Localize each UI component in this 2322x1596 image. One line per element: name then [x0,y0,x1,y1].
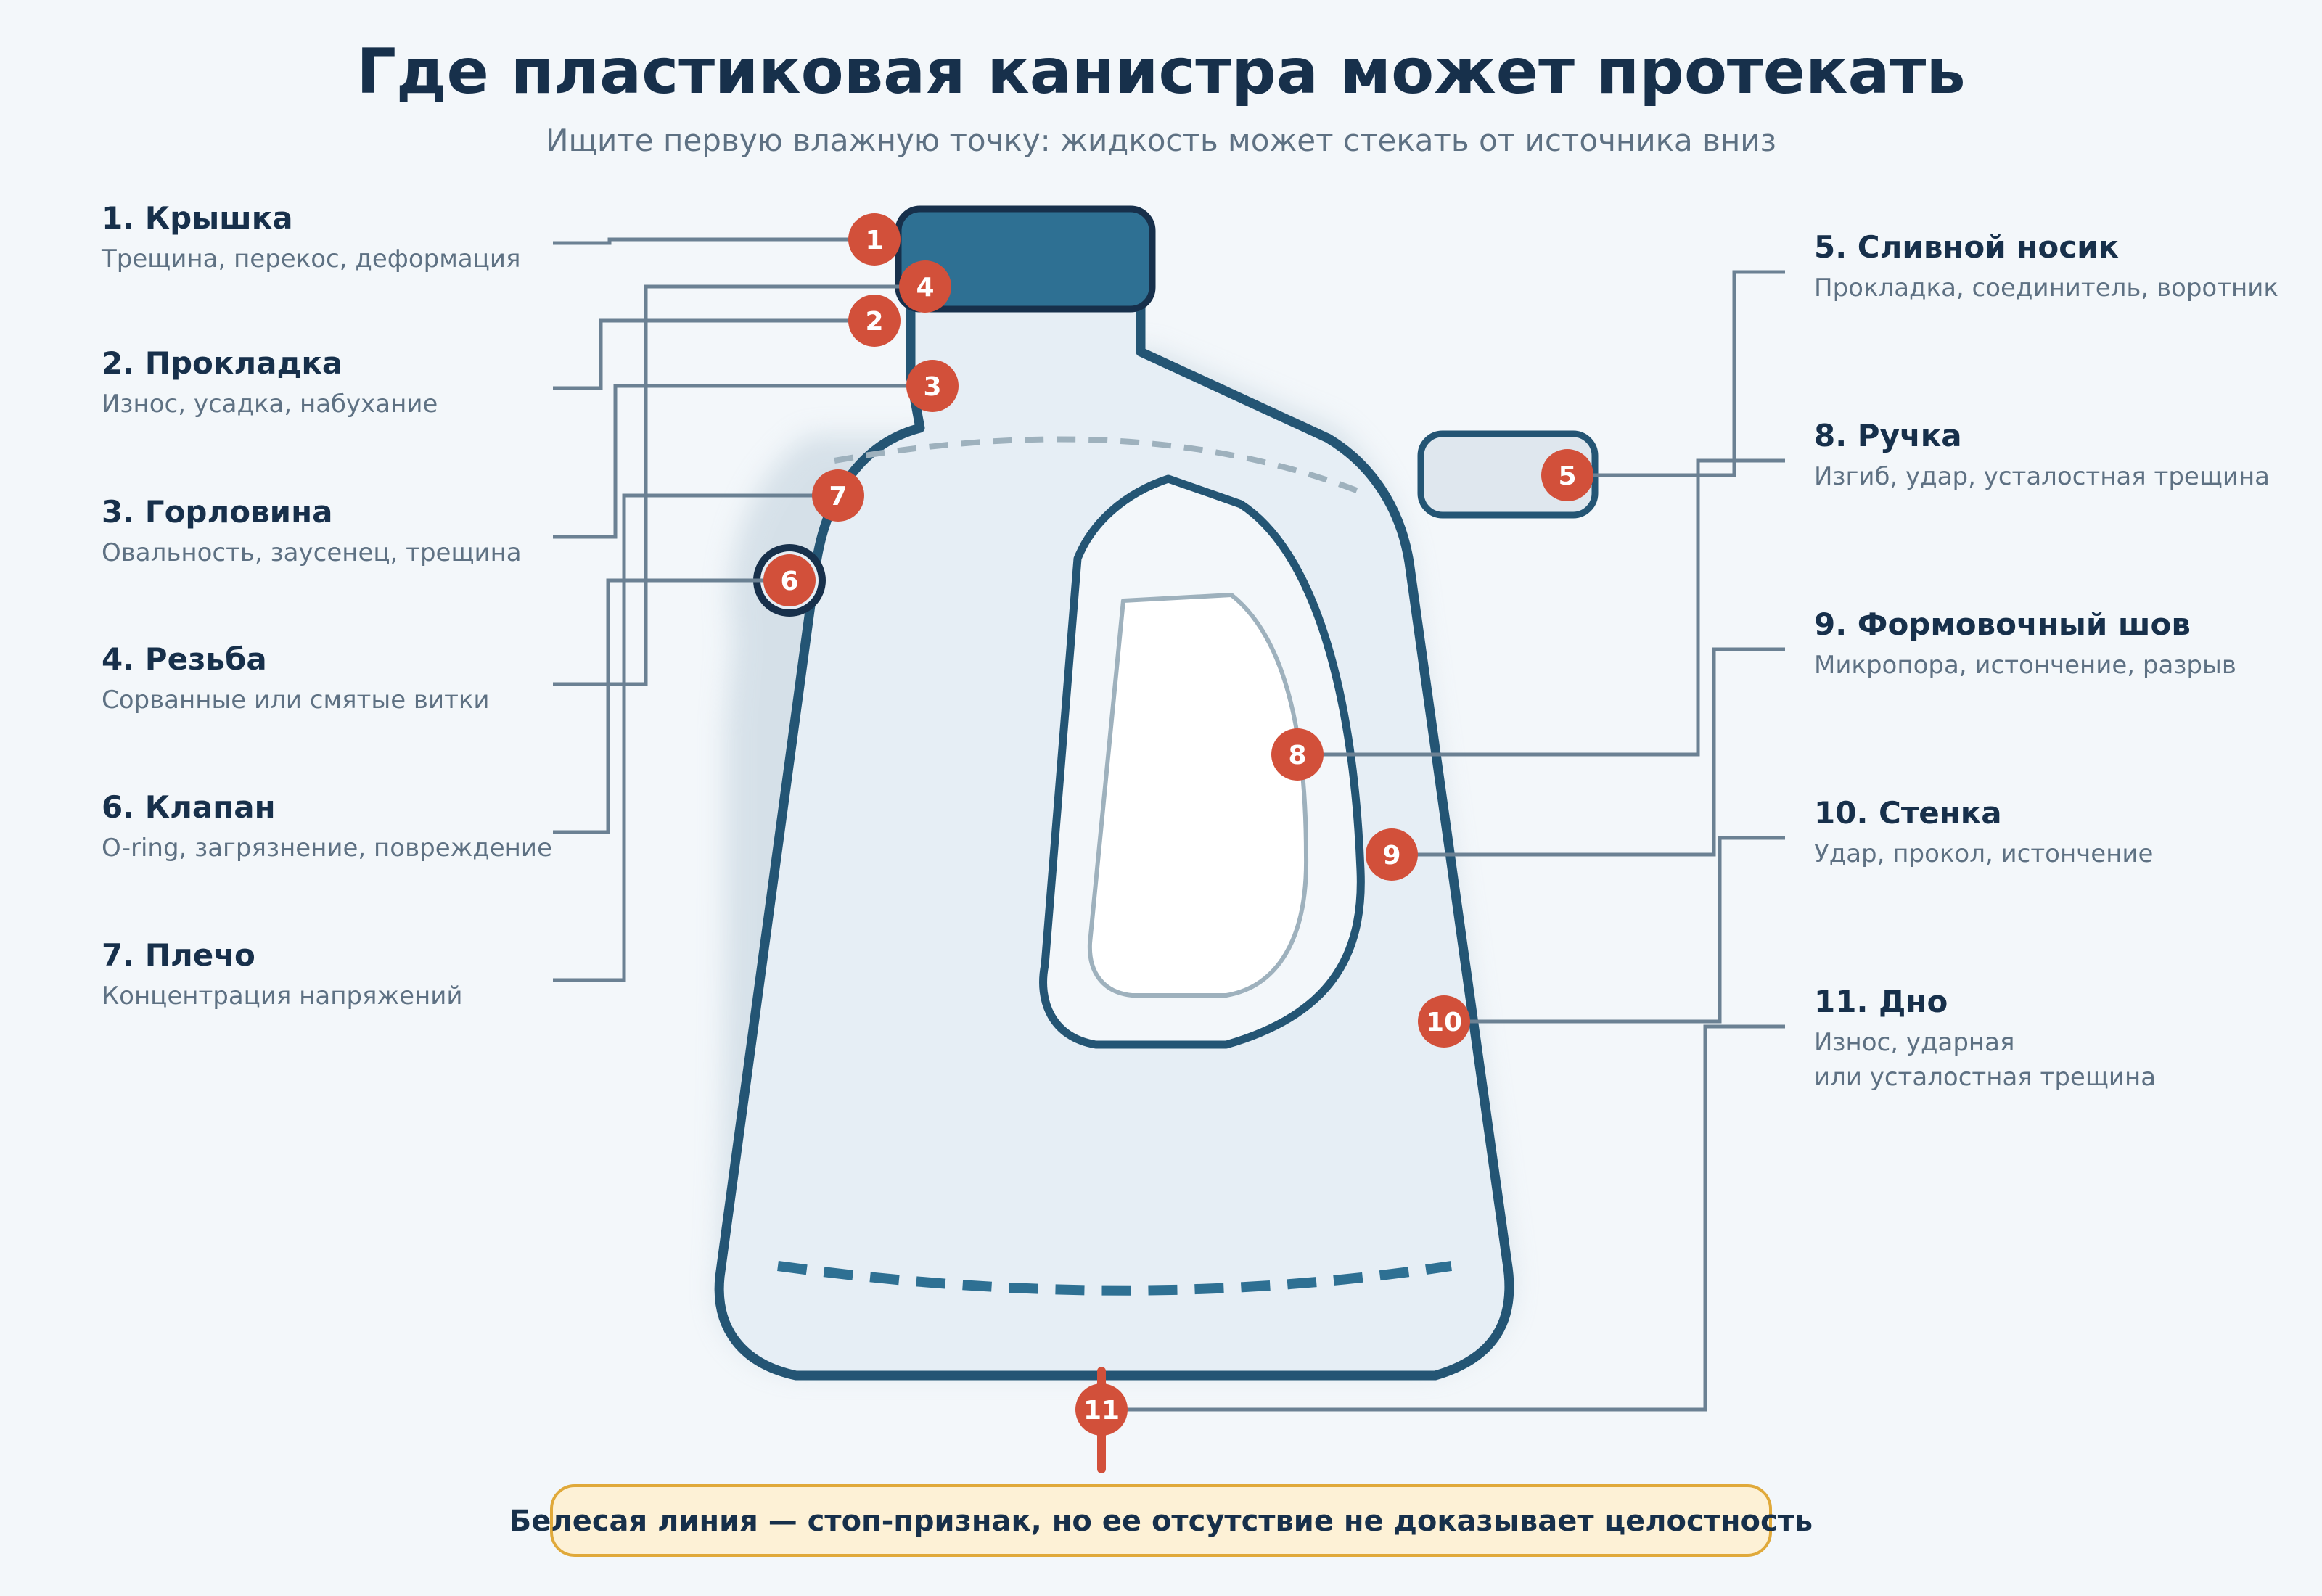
svg-text:11. Дно: 11. Дно [1814,984,1948,1019]
svg-text:2: 2 [865,307,883,337]
svg-text:Овальность, заусенец, трещина: Овальность, заусенец, трещина [102,538,522,567]
label-handle: 8. Ручка Изгиб, удар, усталостная трещин… [1814,418,2270,491]
label-neck: 3. Горловина Овальность, заусенец, трещи… [102,494,522,567]
svg-text:Микропора, истончение, разрыв: Микропора, истончение, разрыв [1814,651,2236,680]
warning-note: Белесая линия — стоп-признак, но ее отсу… [509,1484,1813,1557]
svg-text:Изгиб, удар, усталостная трещи: Изгиб, удар, усталостная трещина [1814,462,2270,491]
marker-9[interactable]: 9 [1366,828,1418,881]
label-gasket: 2. Прокладка Износ, усадка, набухание [102,345,438,419]
svg-text:Износ, ударная: Износ, ударная [1814,1028,2014,1057]
marker-1[interactable]: 1 [848,213,901,266]
marker-7[interactable]: 7 [812,469,864,522]
label-drain-spout: 5. Сливной носик Прокладка, соединитель,… [1814,229,2278,303]
svg-text:Трещина, перекос, деформация: Трещина, перекос, деформация [101,244,520,273]
canister-illustration [714,205,1599,1381]
svg-text:6: 6 [780,567,798,596]
svg-text:6. Клапан: 6. Клапан [102,789,276,825]
svg-text:Удар, прокол, истончение: Удар, прокол, истончение [1814,839,2153,868]
label-valve: 6. Клапан O-ring, загрязнение, поврежден… [102,789,552,863]
svg-text:11: 11 [1083,1396,1120,1426]
marker-11[interactable]: 11 [1075,1383,1128,1436]
svg-text:10. Стенка: 10. Стенка [1814,795,2002,831]
svg-text:Сорванные или смятые витки: Сорванные или смятые витки [102,686,490,715]
svg-text:9. Формовочный шов: 9. Формовочный шов [1814,606,2191,642]
svg-text:4: 4 [916,273,934,303]
note-text: Белесая линия — стоп-признак, но ее отсу… [509,1505,1813,1538]
svg-text:Износ, усадка, набухание: Износ, усадка, набухание [102,390,438,419]
shoulder-line [834,436,1366,496]
svg-text:3: 3 [923,372,941,402]
label-bottom: 11. Дно Износ, ударная или усталостная т… [1814,984,2156,1092]
label-cap: 1. Крышка Трещина, перекос, деформация [101,200,520,273]
svg-text:Прокладка, соединитель, воротн: Прокладка, соединитель, воротник [1814,273,2278,303]
marker-2[interactable]: 2 [848,295,901,347]
label-mold-seam: 9. Формовочный шов Микропора, истончение… [1814,606,2236,680]
svg-text:9: 9 [1382,841,1400,871]
bottom-seam [777,1261,1453,1296]
label-wall: 10. Стенка Удар, прокол, истончение [1814,795,2153,868]
svg-text:5: 5 [1558,461,1576,491]
svg-text:4. Резьба: 4. Резьба [102,641,267,677]
marker-5[interactable]: 5 [1541,449,1593,501]
page-subtitle: Ищите первую влажную точку: жидкость мож… [546,123,1776,158]
svg-text:1: 1 [865,226,883,255]
marker-3[interactable]: 3 [906,360,959,412]
svg-text:5. Сливной носик: 5. Сливной носик [1814,229,2119,265]
svg-text:3. Горловина: 3. Горловина [102,494,332,530]
cap [895,205,1156,313]
handle-opening [1087,593,1309,998]
svg-text:7: 7 [829,482,847,511]
marker-10[interactable]: 10 [1418,995,1470,1048]
svg-text:или усталостная трещина: или усталостная трещина [1814,1063,2156,1092]
svg-text:Концентрация напряжений: Концентрация напряжений [102,982,462,1011]
page-title: Где пластиковая канистра может протекать [356,36,1965,108]
svg-text:10: 10 [1426,1008,1462,1037]
svg-text:1. Крышка: 1. Крышка [102,200,293,236]
marker-6[interactable]: 6 [763,554,816,606]
svg-text:2. Прокладка: 2. Прокладка [102,345,342,381]
label-thread: 4. Резьба Сорванные или смятые витки [102,641,490,715]
note-box [550,1484,1772,1557]
label-shoulder: 7. Плечо Концентрация напряжений [102,937,462,1011]
svg-text:7. Плечо: 7. Плечо [102,937,255,973]
svg-text:O-ring, загрязнение, поврежден: O-ring, загрязнение, повреждение [102,834,552,863]
svg-text:8. Ручка: 8. Ручка [1814,418,1962,453]
marker-4[interactable]: 4 [899,260,951,313]
svg-text:8: 8 [1288,741,1306,770]
marker-8[interactable]: 8 [1271,728,1324,781]
